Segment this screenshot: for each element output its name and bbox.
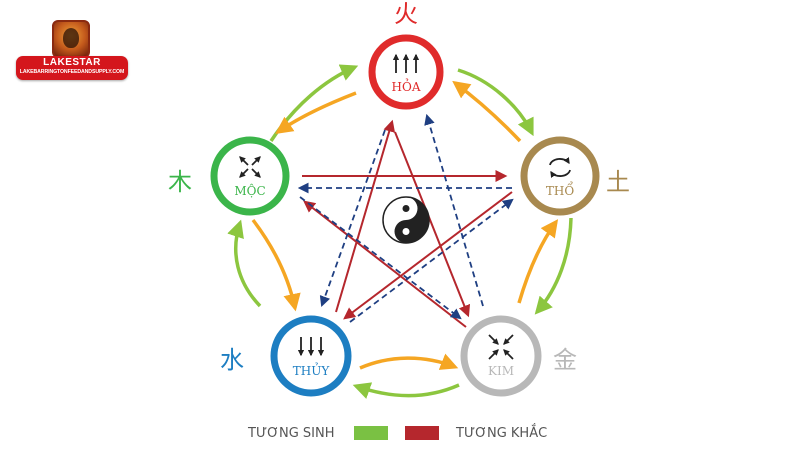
element-node-thuy: THỦY 水 <box>220 315 352 397</box>
brand-ribbon: LAKESTAR LAKEBARRINGTONFEEDANDSUPPLY.COM <box>16 56 128 80</box>
legend: TƯƠNG SINH TƯƠNG KHẮC <box>247 424 547 441</box>
yin-yang-icon <box>382 196 430 244</box>
legend-sinh-label: TƯƠNG SINH <box>247 426 334 441</box>
element-label-hoa: HỎA <box>392 77 421 94</box>
element-ring-moc <box>210 136 290 216</box>
khac-red-kim-to-moc <box>303 200 467 328</box>
converging-arrows-icon <box>488 334 514 360</box>
element-ring-kim <box>460 315 542 397</box>
element-node-tho: THỔ 土 <box>520 136 630 216</box>
element-node-moc: MỘC 木 <box>168 136 290 216</box>
khac-red-tho-to-thuy <box>343 191 513 320</box>
sinh-cycle-arrows <box>227 64 573 399</box>
diverging-arrows-icon <box>239 156 261 178</box>
arrow-tho-to-hoa <box>452 80 522 143</box>
element-label-kim: KIM <box>488 364 514 378</box>
three-up-arrows-icon <box>392 53 420 73</box>
brand-logo: LAKESTAR LAKEBARRINGTONFEEDANDSUPPLY.COM <box>16 18 128 82</box>
element-hanzi-kim: 金 <box>553 346 577 374</box>
element-hanzi-tho: 土 <box>606 168 630 196</box>
legend-khac-swatch <box>405 426 439 440</box>
legend-sinh-swatch <box>354 426 388 440</box>
element-label-tho: THỔ <box>546 180 574 198</box>
arrow-tho-to-kim <box>534 217 573 315</box>
element-hanzi-thuy: 水 <box>220 346 244 374</box>
khac-blue-hoa-to-thuy <box>319 129 386 308</box>
element-node-hoa: HỎA 火 <box>368 0 444 110</box>
element-hanzi-hoa: 火 <box>394 0 418 28</box>
element-label-thuy: THỦY <box>293 361 331 378</box>
element-hanzi-moc: 木 <box>168 168 192 196</box>
arrow-hoa-to-tho <box>457 68 534 137</box>
three-down-arrows-icon <box>297 337 325 357</box>
arrow-kim-to-tho <box>517 219 559 304</box>
element-label-moc: MỘC <box>234 183 265 198</box>
element-ring-thuy <box>270 315 352 397</box>
khac-star-arrows <box>297 113 514 328</box>
brand-url: LAKEBARRINGTONFEEDANDSUPPLY.COM <box>19 69 125 75</box>
brand-name: LAKESTAR <box>43 57 101 68</box>
khac-red-thuy-to-hoa <box>335 119 396 313</box>
cycle-arrows-icon <box>549 157 571 178</box>
element-node-kim: KIM 金 <box>460 315 577 397</box>
khac-blue-thuy-to-tho <box>349 198 514 323</box>
arrow-hoa-to-moc <box>275 91 357 135</box>
brand-mascot-icon <box>52 20 90 58</box>
arrow-moc-to-thuy <box>251 218 301 312</box>
legend-khac-label: TƯƠNG KHẮC <box>455 424 547 441</box>
arrow-kim-to-thuy <box>352 382 460 399</box>
khac-blue-kim-to-hoa <box>424 113 484 307</box>
arrow-thuy-to-moc <box>227 219 262 308</box>
arrow-thuy-to-kim <box>359 353 459 370</box>
khac-blue-moc-to-kim <box>299 196 462 320</box>
khac-red-hoa-to-kim <box>394 131 471 318</box>
